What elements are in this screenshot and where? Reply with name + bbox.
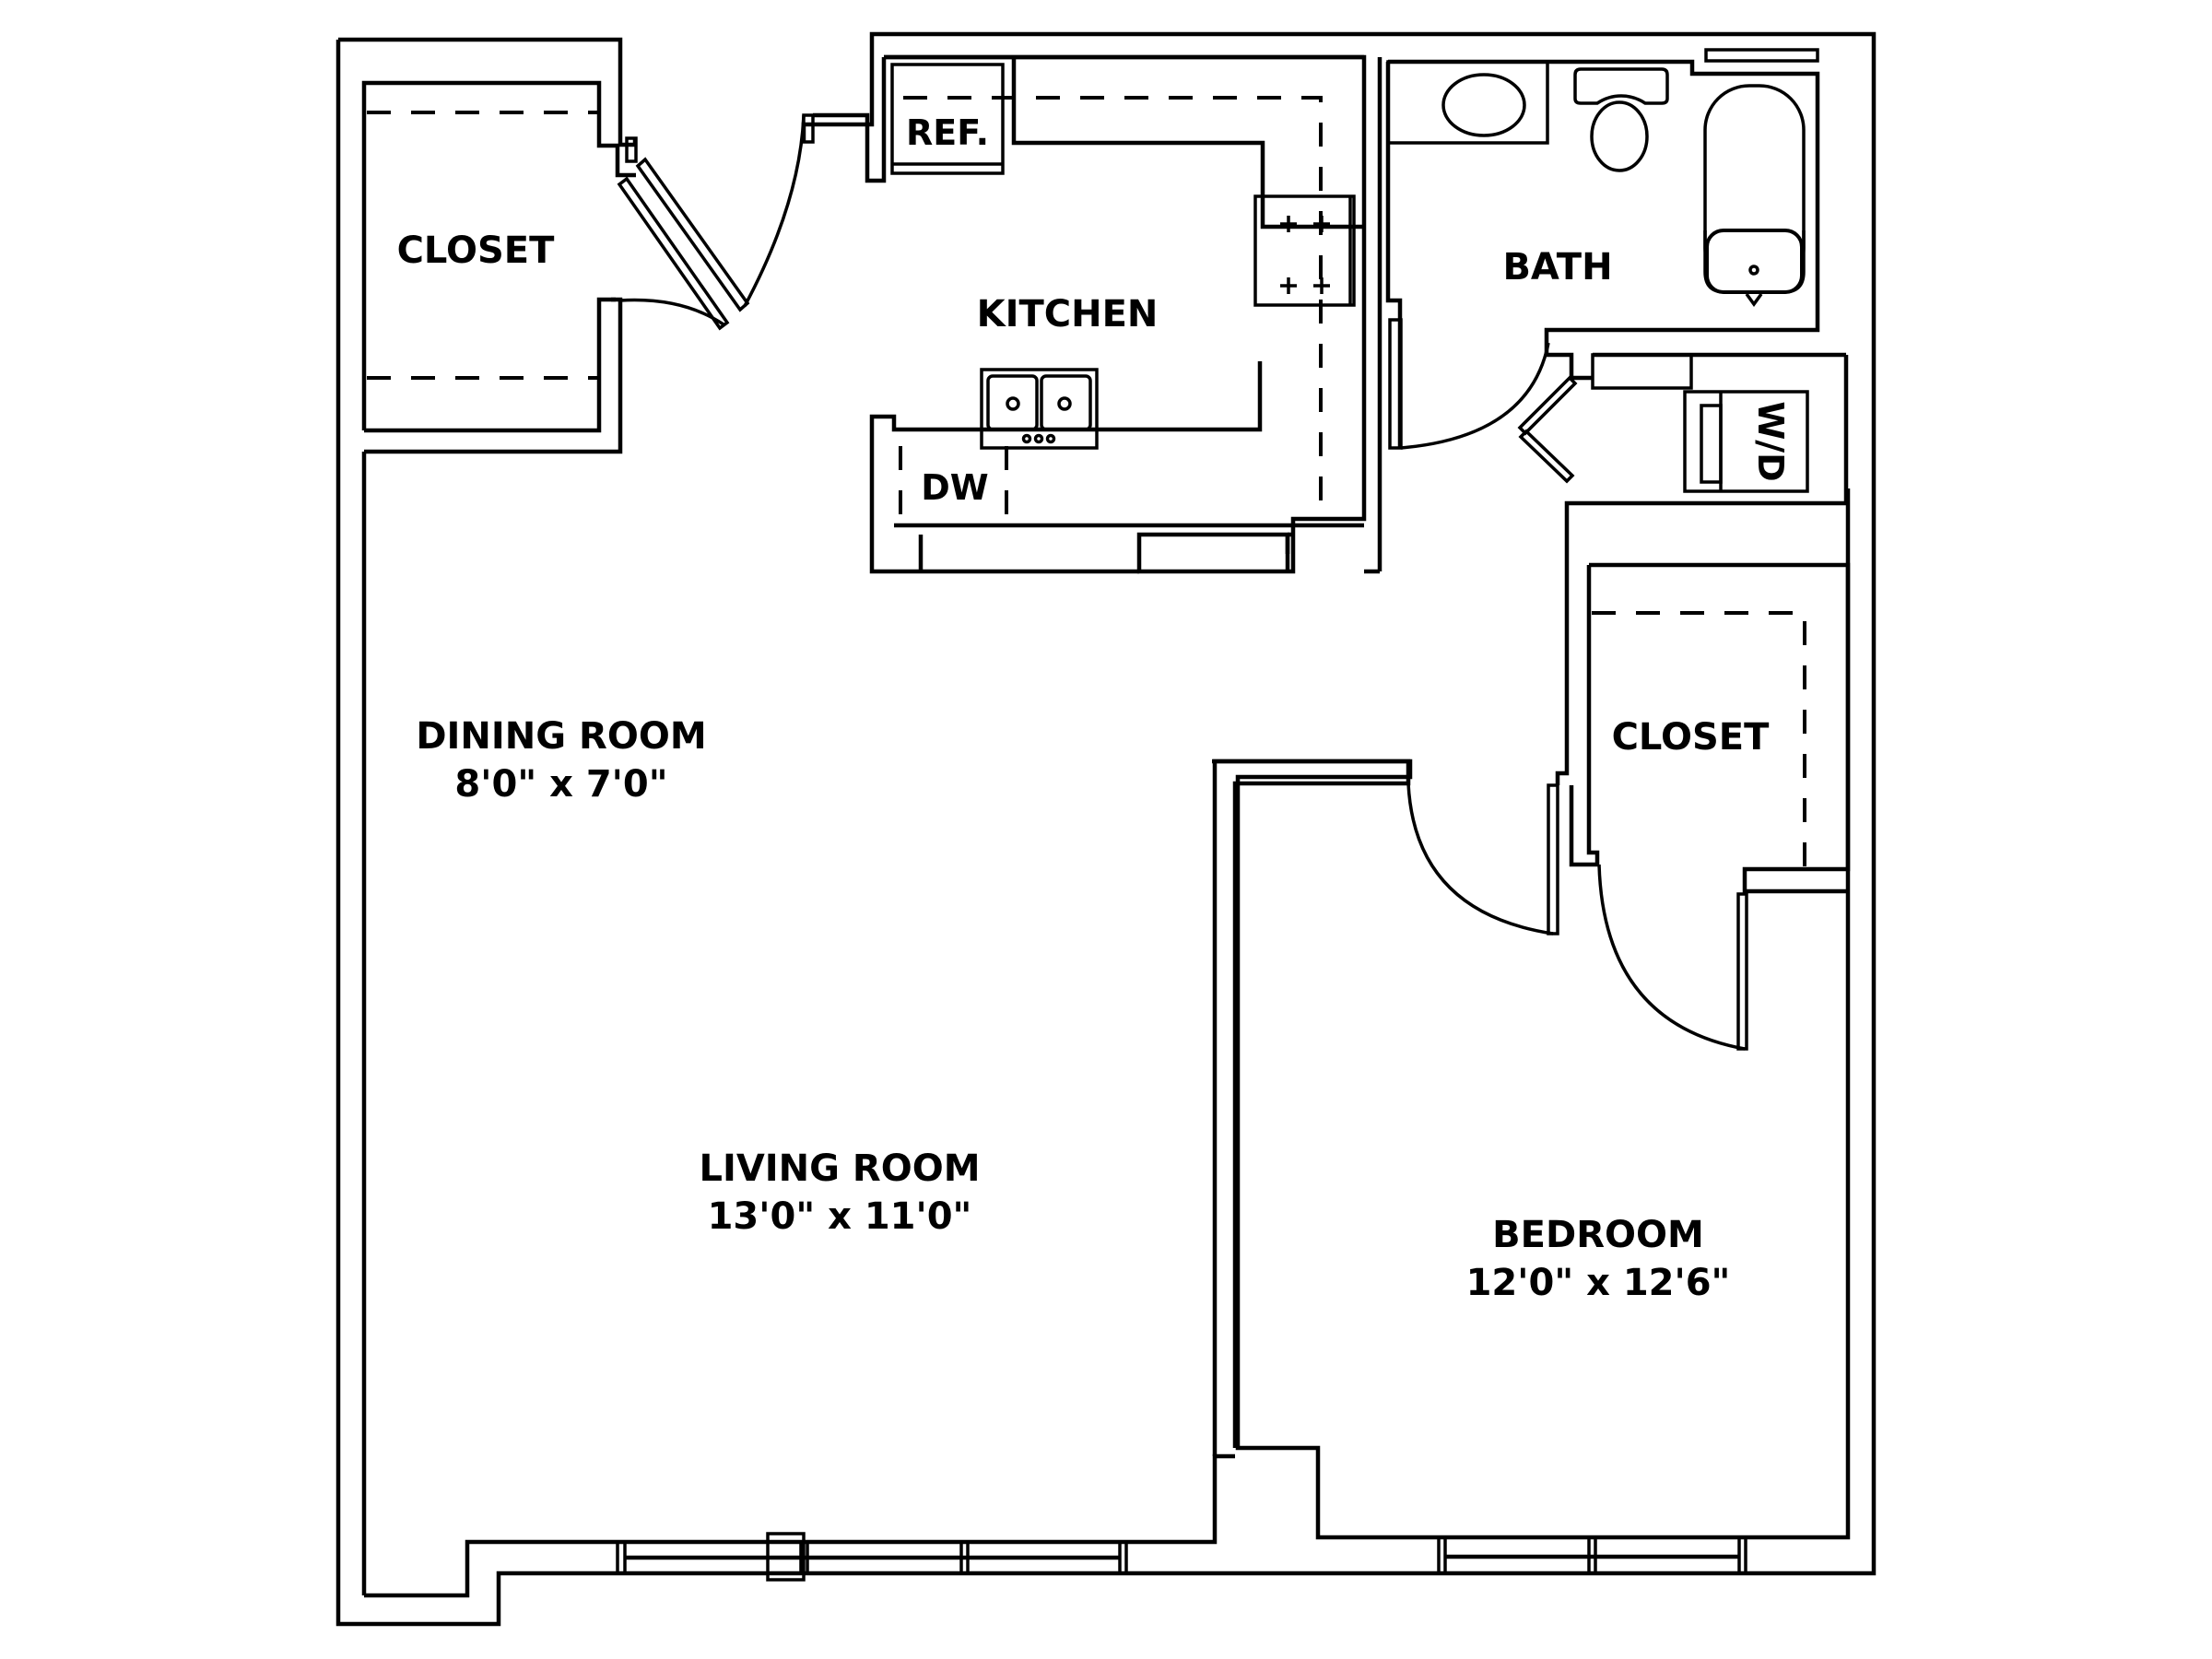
windows [616, 1532, 1747, 1582]
room-dimensions-dining: 8'0" x 7'0" [454, 763, 667, 806]
washer-dryer-label: W/D [1750, 401, 1791, 481]
refrigerator: REF. [890, 63, 1005, 175]
kitchen: REF. DW [813, 54, 1367, 574]
room-label-dining: DINING ROOM [416, 715, 706, 758]
room-label-living: LIVING ROOM [699, 1147, 980, 1190]
room-label-closet-right: CLOSET [1612, 716, 1771, 759]
room-label-kitchen: KITCHEN [977, 293, 1159, 335]
exterior-walls [335, 31, 1877, 1627]
sink [980, 368, 1099, 450]
range [1253, 194, 1356, 307]
bedroom: BEDROOM 12'0" x 12'6" [1212, 759, 1731, 1448]
window-living [616, 1532, 1128, 1582]
room-dimensions-living: 13'0" x 11'0" [708, 1195, 972, 1238]
burner-icons [1280, 216, 1330, 294]
washer-dryer: W/D [1683, 390, 1809, 493]
closet-left [361, 80, 815, 433]
toilet-tank [1573, 67, 1669, 105]
dishwasher-label: DW [921, 467, 988, 508]
refrigerator-label: REF. [906, 112, 989, 153]
room-label-bath: BATH [1502, 246, 1612, 288]
room-dimensions-bedroom: 12'0" x 12'6" [1466, 1262, 1731, 1304]
laundry: W/D [1517, 352, 1849, 724]
closet-right: CLOSET [1555, 562, 1851, 1051]
room-label-bedroom: BEDROOM [1492, 1214, 1704, 1256]
interior-walls [1364, 57, 1403, 574]
window-bedroom [1437, 1539, 1747, 1573]
room-label-closet-left: CLOSET [397, 229, 556, 272]
